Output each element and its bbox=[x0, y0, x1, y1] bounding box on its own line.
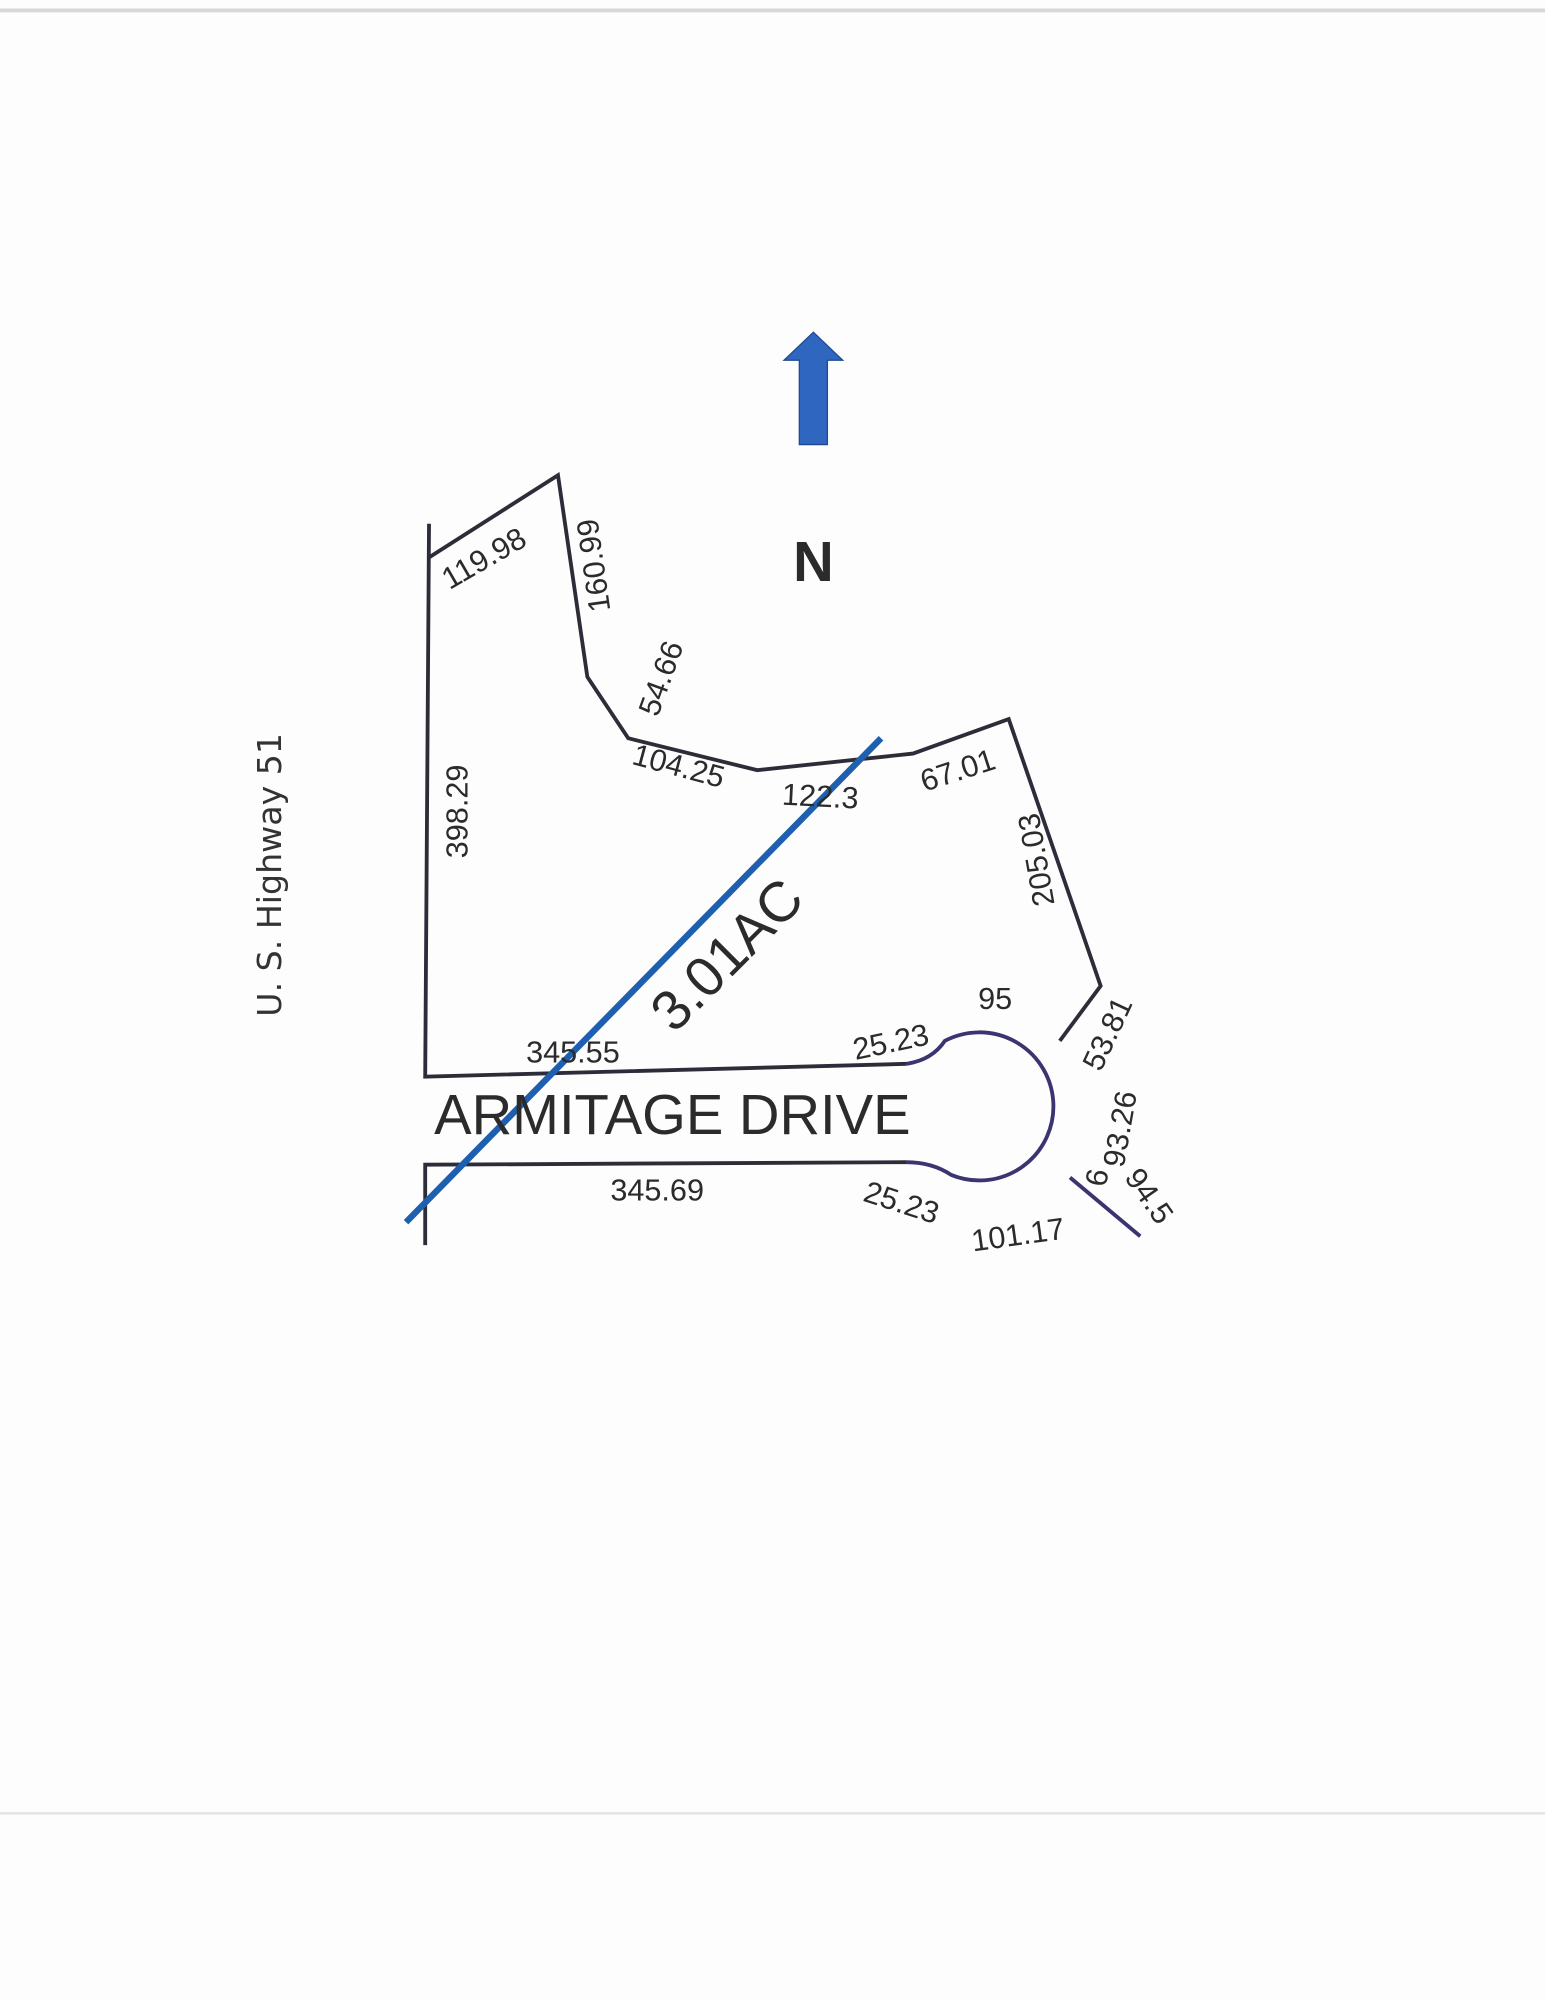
dim-cul-de-sac-arc-north: 95 bbox=[978, 982, 1012, 1016]
dim-cul-de-sac-arc-east-2: 6 bbox=[1079, 1166, 1115, 1189]
dim-top-left: 119.98 bbox=[436, 521, 532, 596]
dim-north-edge-3: 67.01 bbox=[916, 743, 999, 799]
parcel-boundary bbox=[423, 472, 1103, 1246]
dim-angled-edge: 54.66 bbox=[632, 637, 690, 721]
street-name: ARMITAGE DRIVE bbox=[434, 1083, 910, 1146]
dim-street-arc-south: 25.23 bbox=[860, 1175, 943, 1231]
strike-line bbox=[403, 736, 884, 1225]
north-arrow-icon bbox=[782, 331, 845, 446]
dim-cul-de-sac-arc-east: 93.26 bbox=[1097, 1088, 1144, 1169]
highway-label: U. S. Highway 51 bbox=[250, 733, 289, 1017]
dim-south-edge: 345.55 bbox=[526, 1036, 620, 1070]
cul-de-sac bbox=[906, 1030, 1142, 1238]
dim-north-edge-2: 122.3 bbox=[781, 778, 859, 816]
dim-east-edge: 205.03 bbox=[1012, 811, 1062, 909]
north-label: N bbox=[793, 530, 834, 593]
dim-opposite-south: 345.69 bbox=[610, 1173, 704, 1207]
dim-cul-de-sac-arc-south: 101.17 bbox=[969, 1212, 1066, 1259]
dim-north-edge-1: 104.25 bbox=[629, 738, 728, 795]
dim-west-edge: 398.29 bbox=[440, 765, 474, 859]
dim-se-lower: 94.5 bbox=[1118, 1162, 1180, 1230]
